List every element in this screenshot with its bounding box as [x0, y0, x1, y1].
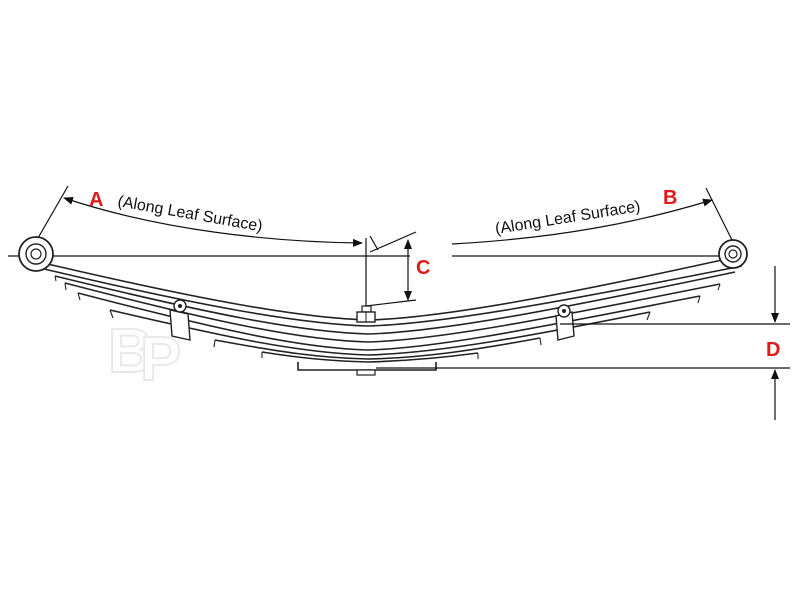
label-along-left: (Along Leaf Surface)	[116, 193, 263, 235]
second-leaf	[54, 271, 736, 335]
dim-c-bottom-extension	[365, 299, 417, 307]
label-c: C	[416, 257, 430, 279]
dim-a-arc	[63, 197, 363, 247]
label-d: D	[766, 339, 780, 361]
svg-text:B: B	[108, 317, 153, 386]
dim-c-tick	[369, 235, 379, 251]
center-pad	[356, 369, 376, 376]
label-b: B	[663, 187, 677, 209]
label-a: A	[89, 189, 103, 211]
watermark-logo: B P	[107, 316, 182, 395]
center-bolt	[356, 305, 376, 323]
left-rebound-clip	[169, 299, 191, 341]
leaf-8	[297, 362, 437, 371]
dim-b-arc	[451, 198, 713, 245]
leaf-5	[109, 309, 651, 356]
leaf-6	[213, 337, 542, 360]
leaf-7	[261, 351, 479, 363]
right-rebound-clip	[555, 304, 575, 341]
dim-b-extension	[705, 187, 733, 241]
left-spring-eye	[18, 236, 54, 272]
right-spring-eye	[718, 239, 748, 269]
leaf-3	[64, 282, 721, 343]
dim-a-extension	[37, 185, 69, 239]
